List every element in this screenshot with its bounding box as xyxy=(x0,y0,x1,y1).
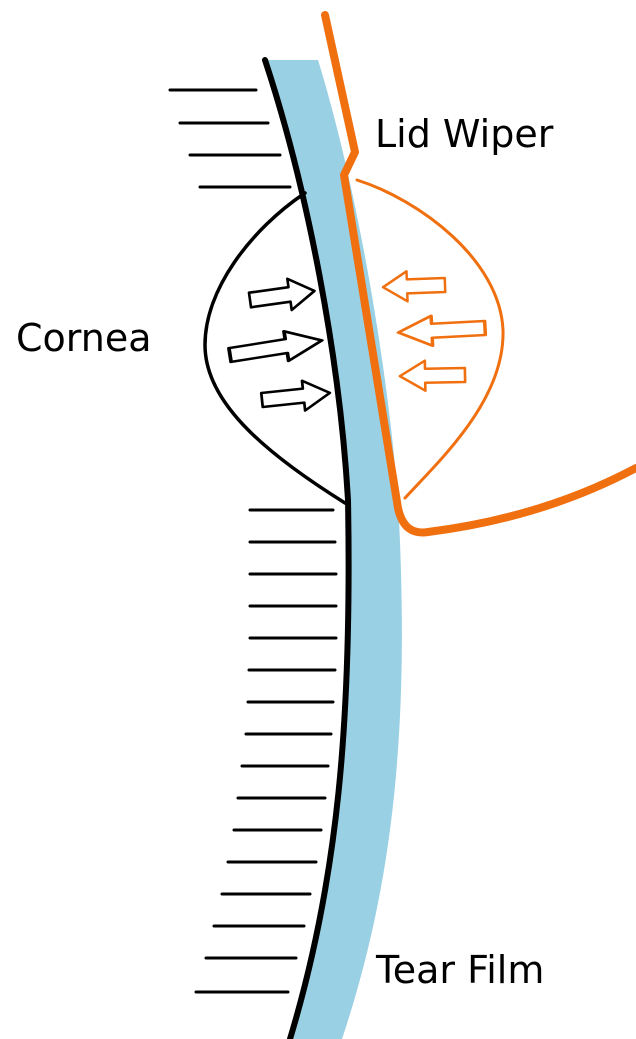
upper-shear-lines xyxy=(170,90,290,187)
lid-arrows xyxy=(383,270,486,391)
cornea-arrow-1 xyxy=(248,275,317,315)
lid-arrow-1 xyxy=(383,270,446,302)
cornea-arrows xyxy=(228,275,332,415)
cornea-arrow-2 xyxy=(228,326,325,370)
tear-film-label: Tear Film xyxy=(376,948,544,992)
lid-arrow-3 xyxy=(400,360,466,391)
lower-shear-lines xyxy=(196,510,336,992)
lid-arrow-2 xyxy=(398,313,486,348)
cornea-arrow-3 xyxy=(260,378,331,415)
cornea-label: Cornea xyxy=(16,316,152,360)
lid-wiper-label: Lid Wiper xyxy=(375,112,553,156)
